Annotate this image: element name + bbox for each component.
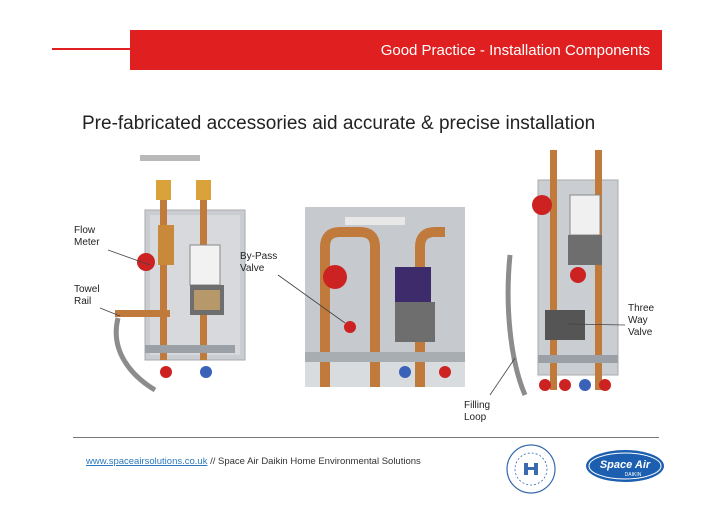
label-flow-meter: Flow Meter <box>74 225 100 248</box>
header-bar: Good Practice - Installation Components <box>130 30 662 70</box>
label-towel-rail: Towel Rail <box>74 284 100 307</box>
cpd-curriculum-seal-icon <box>506 444 556 494</box>
label-filling-loop: Filling Loop <box>464 400 491 423</box>
brand-sub: DAIKIN <box>625 472 642 478</box>
footer-divider <box>73 437 659 438</box>
slide-subtitle: Pre-fabricated accessories aid accurate … <box>82 113 596 134</box>
website-link[interactable]: www.spaceairsolutions.co.uk <box>86 456 208 467</box>
footer: www.spaceairsolutions.co.uk // Space Air… <box>86 456 421 467</box>
space-air-daikin-logo: Space Air DAIKIN <box>586 450 664 482</box>
manifold-photo-left <box>110 150 250 395</box>
label-three-way-valve: Three Way Valve <box>628 303 655 338</box>
header-accent-line <box>52 48 132 50</box>
manifold-photo-center <box>305 207 465 387</box>
footer-text: // Space Air Daikin Home Environmental S… <box>207 456 421 467</box>
brand-name: Space Air <box>600 459 651 471</box>
manifold-photo-right <box>500 145 630 410</box>
label-bypass-valve: By-Pass Valve <box>240 251 278 274</box>
page-title: Good Practice - Installation Components <box>380 41 650 59</box>
